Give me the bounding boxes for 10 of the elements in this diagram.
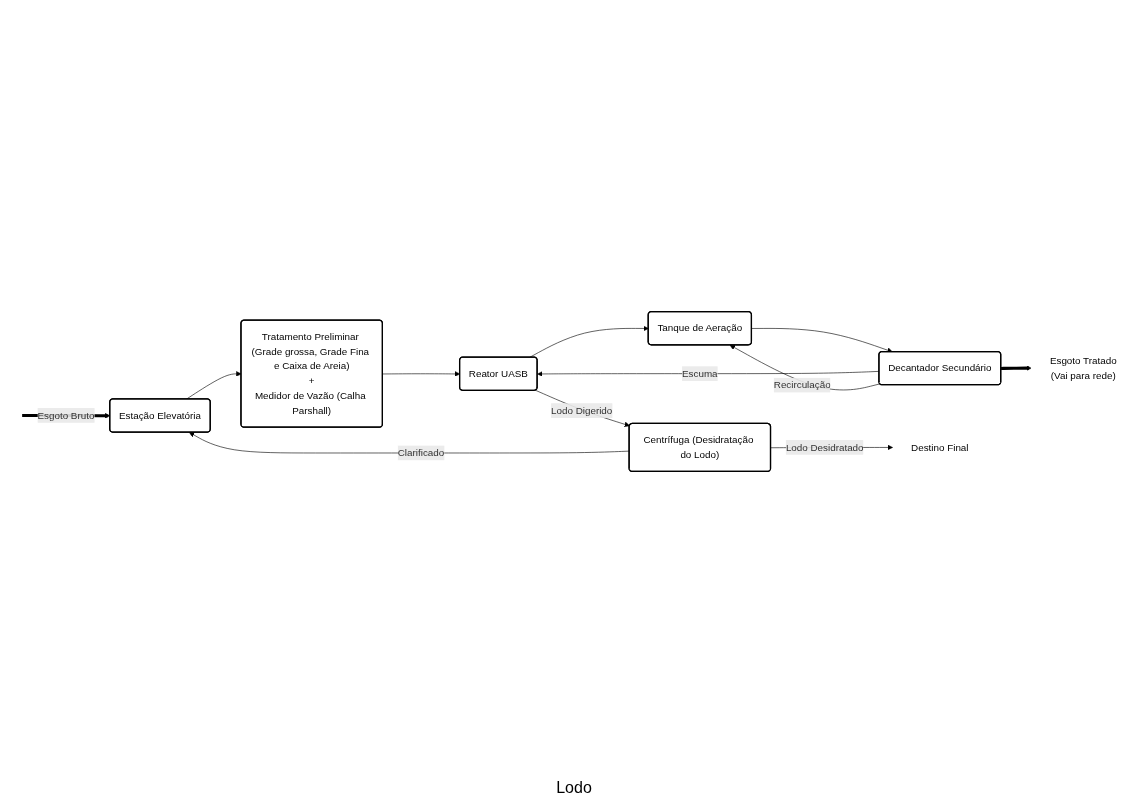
edge-label: Esgoto Bruto (37, 409, 95, 421)
edge-label: Clarificado (397, 447, 445, 458)
edge-label: Recirculação (773, 379, 831, 391)
node-text: Esgoto Tratado (Vai para rede) (1049, 355, 1117, 381)
edge-label: Lodo Desidratado (785, 441, 864, 453)
node-text: Destino Final (911, 441, 969, 453)
flow-label: Lodo (556, 779, 592, 797)
edge-label: Escuma (682, 368, 718, 379)
arrow (1001, 365, 1032, 371)
edge-label: Lodo Digerido (551, 405, 613, 416)
